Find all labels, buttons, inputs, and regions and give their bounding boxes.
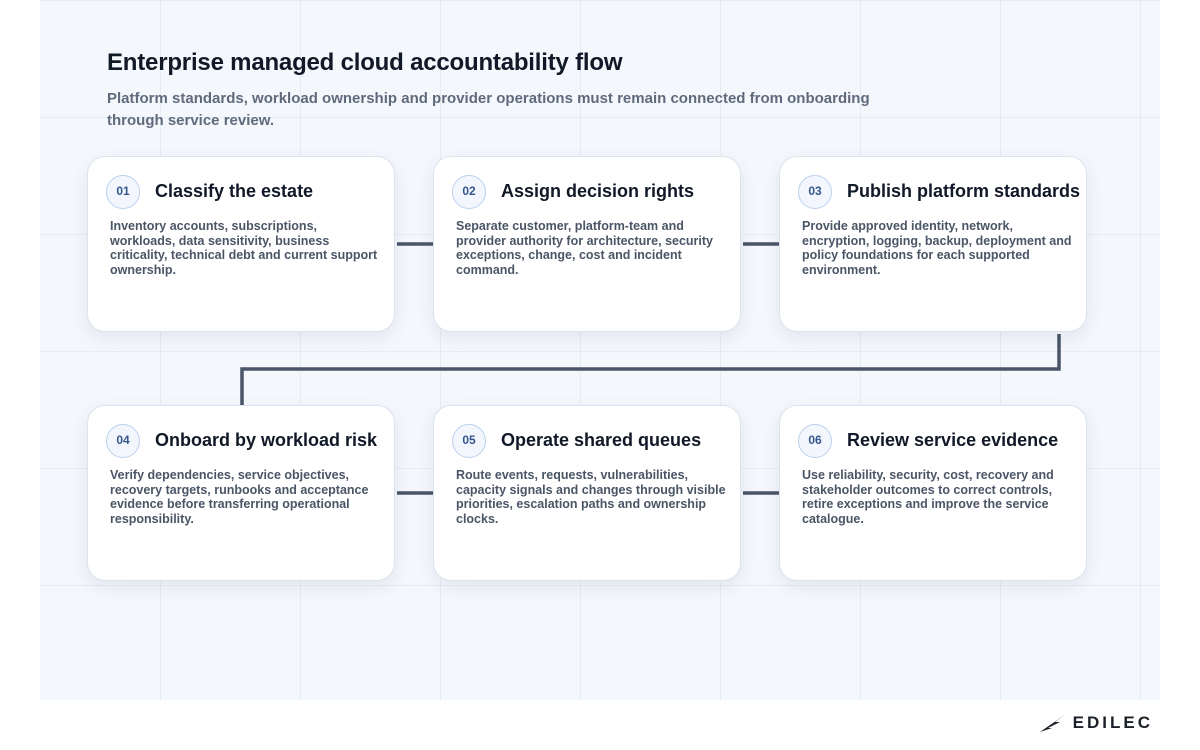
diagram-canvas <box>40 0 1160 700</box>
step-card-02: 02 Assign decision rights Separate custo… <box>433 156 741 332</box>
brand-name: EDILEC <box>1072 713 1153 732</box>
step-number-badge: 04 <box>106 424 140 458</box>
step-card-01: 01 Classify the estate Inventory account… <box>87 156 395 332</box>
step-card-06: 06 Review service evidence Use reliabili… <box>779 405 1087 581</box>
step-title: Operate shared queues <box>501 430 702 450</box>
step-description: Verify dependencies, service objectives,… <box>110 468 369 526</box>
step-title: Assign decision rights <box>501 181 695 201</box>
step-title: Publish platform standards <box>847 181 1081 201</box>
edilec-bird-logo-icon <box>1039 714 1066 732</box>
brand-logo: EDILEC <box>1039 712 1153 734</box>
page-title: Enterprise managed cloud accountability … <box>107 49 623 76</box>
step-card-05: 05 Operate shared queues Route events, r… <box>433 405 741 581</box>
step-number-badge: 06 <box>798 424 832 458</box>
step-description: Inventory accounts, subscriptions, workl… <box>110 219 378 277</box>
step-card-03: 03 Publish platform standards Provide ap… <box>779 156 1087 332</box>
step-description: Use reliability, security, cost, recover… <box>802 468 1054 526</box>
step-description: Provide approved identity, network, encr… <box>802 219 1072 277</box>
step-number-badge: 01 <box>106 175 140 209</box>
step-number-badge: 03 <box>798 175 832 209</box>
step-title: Review service evidence <box>847 430 1059 450</box>
step-title: Classify the estate <box>155 181 314 201</box>
step-title: Onboard by workload risk <box>155 430 378 450</box>
page-subtitle: Platform standards, workload ownership a… <box>107 90 870 129</box>
step-description: Route events, requests, vulnerabilities,… <box>456 468 726 526</box>
step-description: Separate customer, platform-team and pro… <box>456 219 714 277</box>
step-card-04: 04 Onboard by workload risk Verify depen… <box>87 405 395 581</box>
connector-03-04 <box>240 334 1061 405</box>
step-number-badge: 02 <box>452 175 486 209</box>
step-number-badge: 05 <box>452 424 486 458</box>
